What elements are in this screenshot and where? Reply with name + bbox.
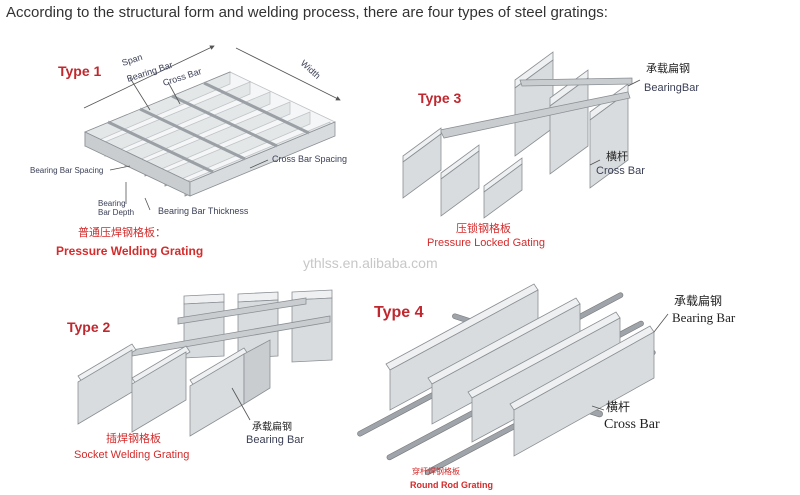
type1-bearing-bar-spacing-label: Bearing Bar Spacing bbox=[30, 166, 103, 175]
watermark: ythlss.en.alibaba.com bbox=[303, 255, 438, 271]
type4-cross-bar-zh: 横杆 bbox=[606, 400, 630, 414]
type1-bearing-bar-depth-label-2: Bar Depth bbox=[98, 208, 134, 217]
type1-bearing-bar-depth-label-1: Bearing bbox=[98, 199, 126, 208]
type3-illustration bbox=[402, 51, 641, 219]
type2-label: Type 2 bbox=[67, 319, 111, 335]
intro-text: According to the structural form and wel… bbox=[6, 4, 608, 21]
type1-bearing-bar-thickness-label: Bearing Bar Thickness bbox=[158, 206, 249, 216]
type2-caption-zh: 插焊钢格板 bbox=[106, 431, 161, 445]
type4-caption-en: Round Rod Grating bbox=[410, 480, 493, 490]
type2-illustration bbox=[77, 289, 333, 437]
type3-label: Type 3 bbox=[418, 90, 462, 106]
type1-cross-bars bbox=[107, 81, 310, 174]
type4-illustration bbox=[357, 283, 669, 476]
type2-bearing-bar-en: Bearing Bar bbox=[246, 434, 304, 446]
type3-cross-bar-en: Cross Bar bbox=[596, 165, 645, 177]
type1-span-label: Span bbox=[121, 52, 144, 68]
type3-caption-zh: 压锁钢格板 bbox=[456, 221, 511, 235]
type2-caption-en: Socket Welding Grating bbox=[74, 449, 189, 461]
type4-caption-zh: 穿杆焊钢格板 bbox=[412, 466, 460, 476]
type4-bearing-bar-en: Bearing Bar bbox=[672, 310, 736, 325]
type3-bearing-bar-en: BearingBar bbox=[644, 82, 699, 94]
type4-label: Type 4 bbox=[374, 304, 424, 321]
type2-bearing-bar-zh: 承载扁钢 bbox=[252, 420, 292, 433]
type1-label: Type 1 bbox=[58, 63, 102, 79]
type3-cross-bar-zh: 横杆 bbox=[606, 149, 628, 163]
type1-illustration bbox=[83, 45, 341, 211]
type1-cross-bar-spacing-label: Cross Bar Spacing bbox=[272, 154, 347, 164]
type1-width-label: Width bbox=[299, 58, 323, 81]
type3-bearing-bar-zh: 承载扁钢 bbox=[646, 62, 690, 75]
type4-cross-bar-en: Cross Bar bbox=[604, 417, 660, 432]
type1-caption-zh: 普通压焊钢格板： bbox=[78, 225, 166, 239]
type4-bearing-bar-zh: 承载扁钢 bbox=[674, 294, 722, 308]
type1-caption-en: Pressure Welding Grating bbox=[56, 244, 203, 258]
type3-caption-en: Pressure Locked Gating bbox=[427, 237, 545, 249]
